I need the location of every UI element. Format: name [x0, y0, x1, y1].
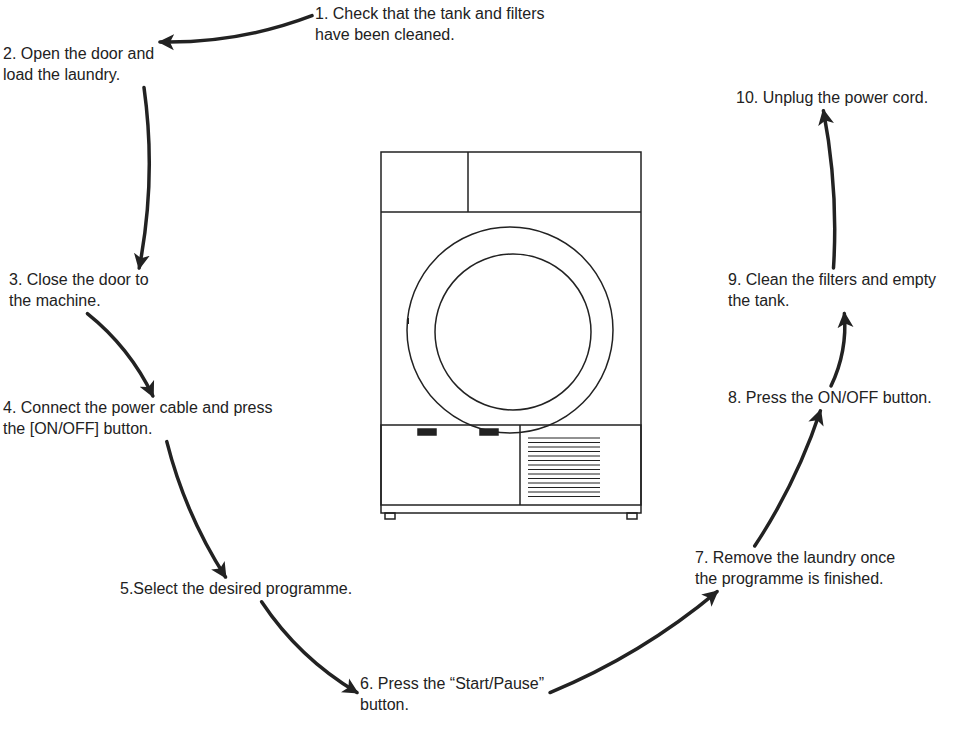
vent-slat — [528, 438, 600, 439]
vent-slat — [528, 496, 600, 497]
tank-tab — [480, 429, 498, 435]
vent-slat — [528, 447, 600, 448]
flow-arrow — [550, 592, 717, 693]
step-text: 10. Unplug the power cord. — [733, 86, 934, 111]
bottom-panel — [381, 425, 641, 505]
step-text: 7. Remove the laundry once the programme… — [692, 546, 901, 592]
tank-tab — [418, 429, 436, 435]
flow-arrow — [823, 111, 834, 268]
step-text: 2. Open the door and load the laundry. — [0, 42, 160, 88]
control-panel-divider — [467, 152, 469, 212]
step-text: 3. Close the door to the machine. — [6, 268, 154, 314]
flow-arrow — [755, 411, 821, 546]
step-label: 6. Press the “Start/Pause” button. — [360, 674, 547, 716]
vent-slat — [528, 451, 600, 452]
vent-slat — [528, 442, 600, 443]
dryer-foot — [627, 513, 637, 519]
step-label: 1. Check that the tank and filters have … — [315, 4, 547, 46]
step-text: 6. Press the “Start/Pause” button. — [357, 672, 550, 718]
step-text: 8. Press the ON/OFF button. — [725, 386, 937, 411]
step-label: 3. Close the door to the machine. — [9, 270, 151, 312]
flow-arrow — [831, 314, 845, 386]
flow-arrow — [139, 88, 149, 268]
door-hinge-mark — [407, 318, 409, 324]
step-text: 5.Select the desired programme. — [117, 577, 358, 602]
vent-slat — [528, 456, 600, 457]
step-text: 9. Clean the filters and empty the tank. — [725, 268, 942, 314]
flow-arrow — [160, 16, 312, 42]
bottom-panel-divider — [519, 425, 521, 505]
vent-slat — [528, 460, 600, 461]
vent-grille — [528, 438, 600, 497]
flow-arrow — [87, 314, 152, 396]
step-label: 2. Open the door and load the laundry. — [3, 44, 157, 86]
control-panel-line — [381, 211, 641, 213]
step-text: 1. Check that the tank and filters have … — [312, 2, 550, 48]
step-label: 5.Select the desired programme. — [120, 579, 355, 600]
door-glass — [435, 254, 591, 410]
step-text: 4. Connect the power cable and press the… — [0, 396, 278, 442]
step-label: 7. Remove the laundry once the programme… — [695, 548, 898, 590]
vent-slat — [528, 492, 600, 493]
dryer-body — [381, 152, 641, 513]
flow-arrow — [262, 602, 357, 693]
vent-slat — [528, 483, 600, 484]
door-ring — [407, 227, 613, 433]
step-label: 4. Connect the power cable and press the… — [3, 398, 275, 440]
vent-slat — [528, 478, 600, 479]
dryer-foot — [385, 513, 395, 519]
step-label: 10. Unplug the power cord. — [736, 88, 931, 109]
flow-arrow — [167, 442, 226, 577]
vent-slat — [528, 474, 600, 475]
vent-slat — [528, 487, 600, 488]
step-label: 9. Clean the filters and empty the tank. — [728, 270, 939, 312]
step-label: 8. Press the ON/OFF button. — [728, 388, 934, 409]
vent-slat — [528, 469, 600, 470]
vent-slat — [528, 465, 600, 466]
